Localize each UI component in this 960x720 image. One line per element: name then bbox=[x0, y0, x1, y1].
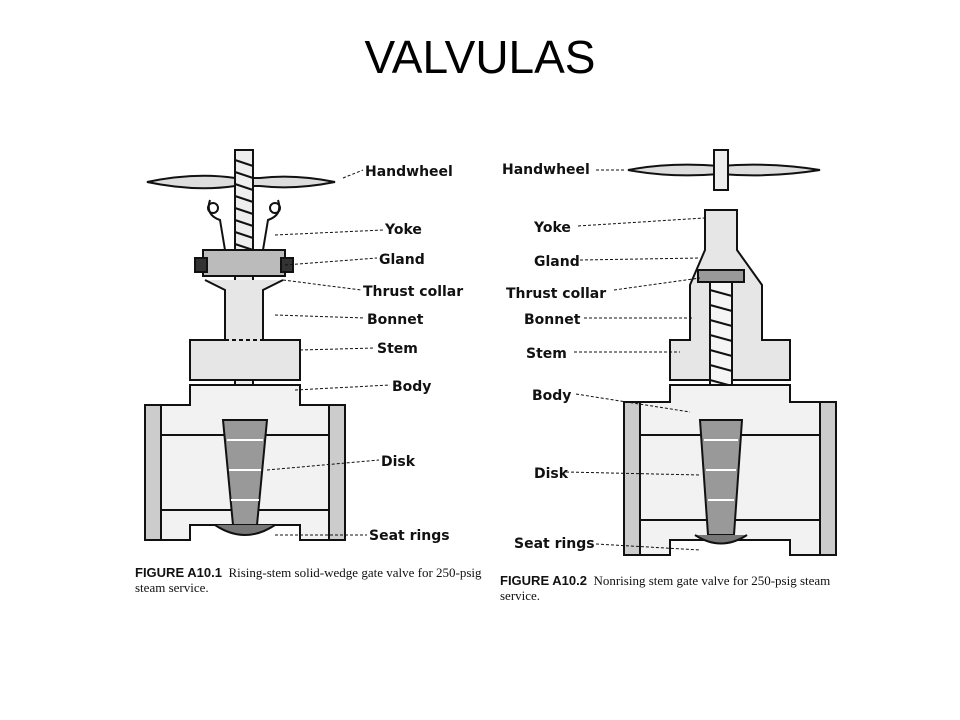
figure-2-caption: FIGURE A10.2 Nonrising stem gate valve f… bbox=[500, 573, 850, 603]
fig1-label-handwheel: Handwheel bbox=[365, 164, 453, 180]
fig1-label-seat-rings: Seat rings bbox=[369, 528, 450, 544]
figure-1-caption-text: Rising-stem solid-wedge gate valve for 2… bbox=[135, 565, 482, 595]
fig2-label-disk: Disk bbox=[534, 466, 569, 482]
fig2-label-seat-rings: Seat rings bbox=[514, 536, 595, 552]
fig2-label-gland: Gland bbox=[534, 254, 580, 270]
fig2-label-bonnet: Bonnet bbox=[524, 312, 581, 328]
fig2-label-body: Body bbox=[532, 388, 571, 404]
figure-rising-stem-valve: Handwheel Yoke Gland Thrust collar Bonne… bbox=[135, 140, 475, 560]
fig1-label-disk: Disk bbox=[381, 454, 416, 470]
figure-2-caption-id: FIGURE A10.2 bbox=[500, 573, 587, 588]
figure-1-caption: FIGURE A10.1 Rising-stem solid-wedge gat… bbox=[135, 565, 485, 595]
fig1-label-yoke: Yoke bbox=[384, 222, 422, 238]
fig2-label-thrust-collar: Thrust collar bbox=[506, 286, 606, 302]
fig1-label-stem: Stem bbox=[377, 341, 418, 357]
nonrising-stem-valve-drawing: Handwheel Yoke Gland Thrust collar Bonne… bbox=[502, 149, 837, 556]
figure-1-caption-id: FIGURE A10.1 bbox=[135, 565, 222, 580]
fig2-label-stem: Stem bbox=[526, 346, 567, 362]
slide-title: VALVULAS bbox=[364, 31, 596, 83]
fig2-label-handwheel: Handwheel bbox=[502, 162, 590, 178]
figure-2-caption-text: Nonrising stem gate valve for 250-psig s… bbox=[500, 573, 831, 603]
fig1-label-bonnet: Bonnet bbox=[367, 312, 424, 328]
figure-nonrising-stem-valve: Handwheel Yoke Gland Thrust collar Bonne… bbox=[500, 140, 840, 570]
fig1-label-thrust-collar: Thrust collar bbox=[363, 284, 463, 300]
fig1-label-body: Body bbox=[392, 379, 431, 395]
fig1-label-gland: Gland bbox=[379, 252, 425, 268]
rising-stem-valve-drawing: Handwheel Yoke Gland Thrust collar Bonne… bbox=[144, 149, 463, 544]
fig2-label-yoke: Yoke bbox=[533, 220, 571, 236]
